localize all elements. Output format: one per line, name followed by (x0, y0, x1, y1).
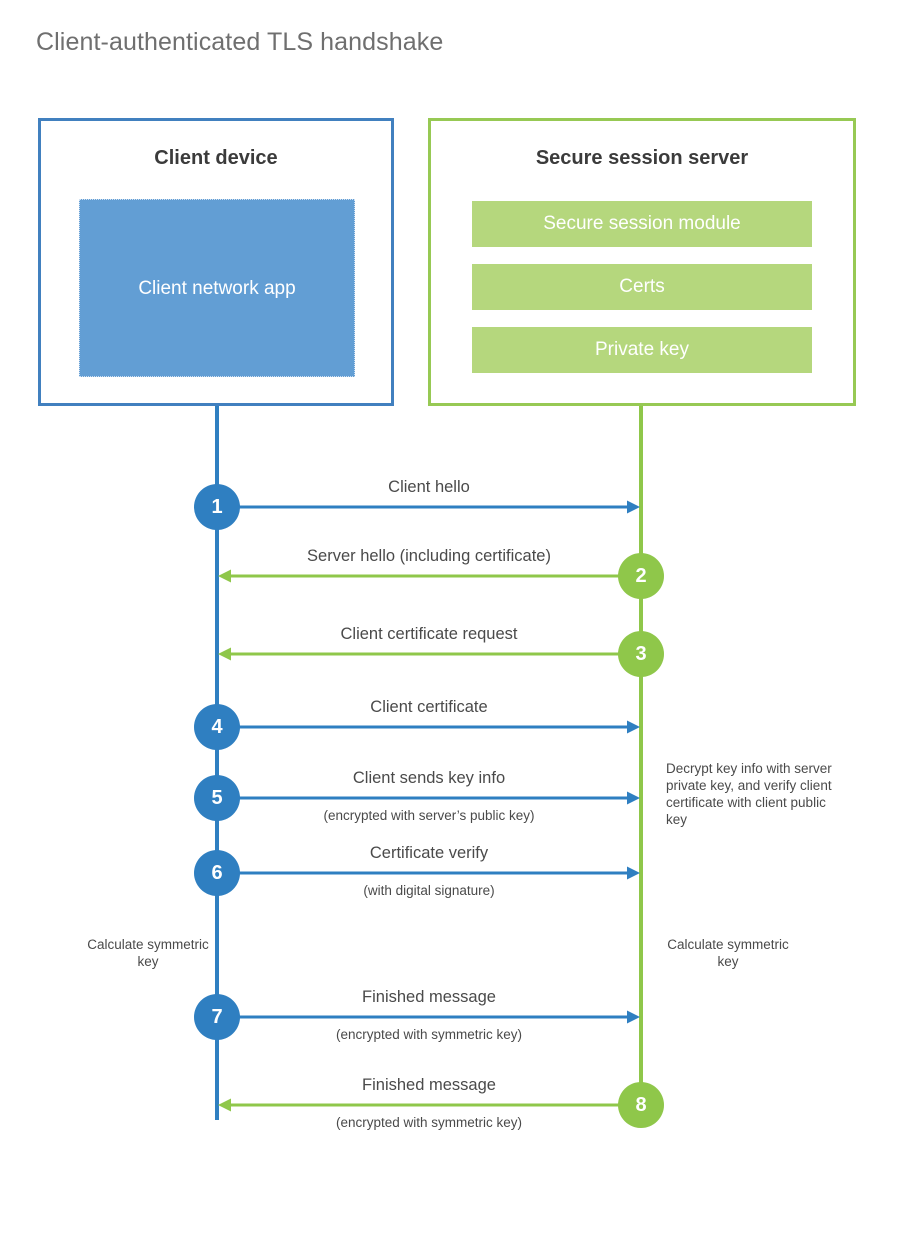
page-title: Client-authenticated TLS handshake (36, 28, 444, 56)
step-marker-6[interactable]: 6 (194, 850, 240, 896)
note-server-calculate-symmetric-key: Calculate symmetric key (667, 937, 789, 969)
message-label-1: Client hello (388, 478, 470, 496)
message-label-7: Finished message (362, 988, 496, 1006)
server-module-secure-session-module: Secure session module (472, 201, 812, 247)
message-label-5: Client sends key info (352, 769, 506, 787)
message-sublabel-7: (encrypted with symmetric key) (335, 1027, 523, 1042)
secure-session-server-box: Secure session server Secure session mod… (428, 118, 856, 406)
message-sublabel-6: (with digital signature) (363, 883, 495, 898)
note-client-calculate-symmetric-key: Calculate symmetric key (87, 937, 209, 969)
message-label-4: Client certificate (370, 698, 488, 716)
client-network-app-block: Client network app (79, 199, 355, 377)
message-sublabel-8: (encrypted with symmetric key) (335, 1115, 523, 1130)
message-label-3: Client certificate request (340, 625, 518, 643)
step-marker-3[interactable]: 3 (618, 631, 664, 677)
client-device-title: Client device (154, 147, 278, 169)
step-marker-7[interactable]: 7 (194, 994, 240, 1040)
step-marker-5[interactable]: 5 (194, 775, 240, 821)
step-marker-1[interactable]: 1 (194, 484, 240, 530)
note-server-decrypt: Decrypt key info with server private key… (666, 761, 832, 827)
message-label-2: Server hello (including certificate) (307, 547, 551, 565)
server-module-private-key: Private key (472, 327, 812, 373)
step-marker-8[interactable]: 8 (618, 1082, 664, 1128)
step-marker-4[interactable]: 4 (194, 704, 240, 750)
message-label-6: Certificate verify (369, 844, 489, 862)
secure-session-server-title: Secure session server (535, 147, 749, 169)
message-sublabel-5: (encrypted with server’s public key) (323, 808, 535, 823)
server-module-certs: Certs (472, 264, 812, 310)
client-device-box: Client device Client network app (38, 118, 394, 406)
step-marker-2[interactable]: 2 (618, 553, 664, 599)
message-label-8: Finished message (362, 1076, 496, 1094)
